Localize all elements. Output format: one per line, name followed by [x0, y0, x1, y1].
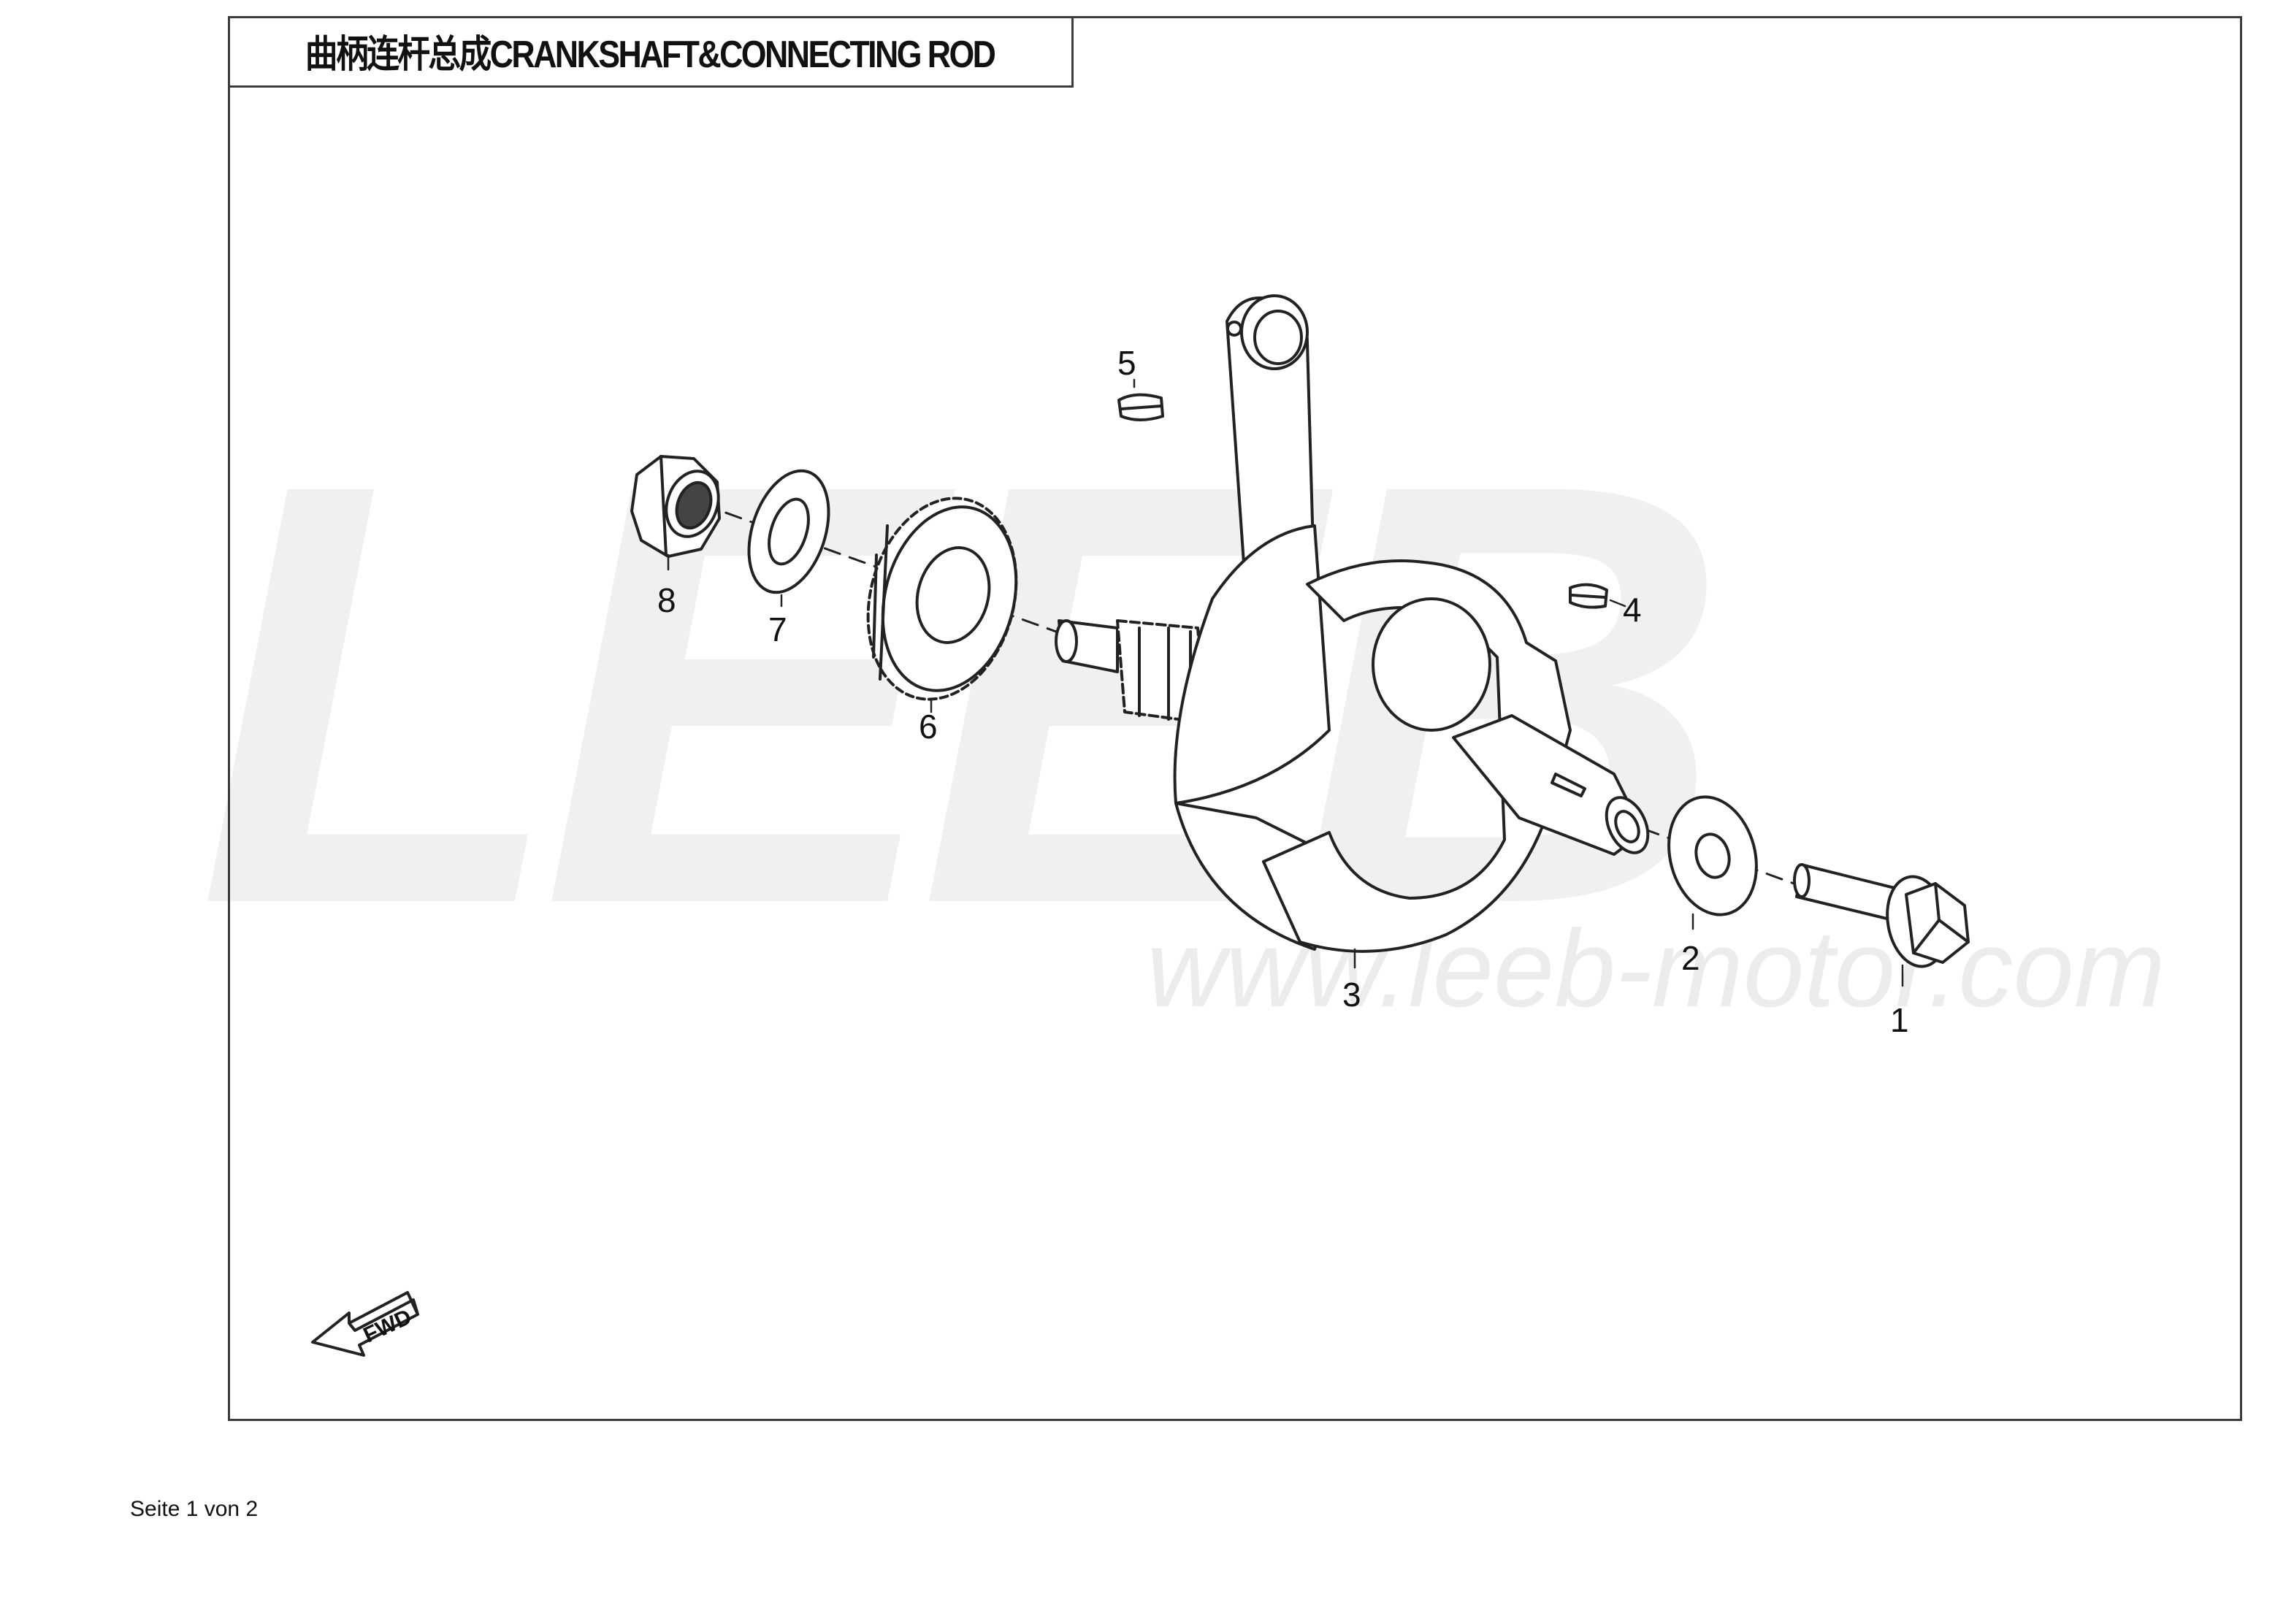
title-box: 曲柄连杆总成CRANKSHAFT&CONNECTING ROD	[228, 16, 1074, 88]
callout-7: 7	[768, 610, 787, 648]
part-6-gear	[866, 497, 1018, 701]
leader-lines	[667, 378, 1904, 987]
part-4-woodruff-key	[1569, 583, 1608, 609]
part-1-flange-bolt	[1793, 863, 1970, 968]
page-footer: Seite 1 von 2	[130, 1497, 259, 1521]
part-7-washer	[747, 469, 830, 594]
callout-3: 3	[1342, 976, 1361, 1014]
part-2-washer	[1667, 795, 1758, 916]
callout-6: 6	[919, 708, 938, 746]
callout-2: 2	[1681, 939, 1700, 977]
callout-5: 5	[1117, 344, 1136, 382]
part-8-lock-nut	[630, 455, 721, 558]
diagram-frame	[228, 16, 2242, 1421]
part-3-crankshaft-connecting-rod	[1173, 294, 1650, 953]
callout-8: 8	[657, 581, 676, 619]
forward-arrow-icon	[311, 1291, 419, 1357]
callout-1: 1	[1890, 1001, 1909, 1039]
callout-4: 4	[1623, 591, 1642, 629]
diagram-title: 曲柄连杆总成CRANKSHAFT&CONNECTING ROD	[305, 34, 996, 76]
part-5-woodruff-key	[1117, 393, 1164, 421]
